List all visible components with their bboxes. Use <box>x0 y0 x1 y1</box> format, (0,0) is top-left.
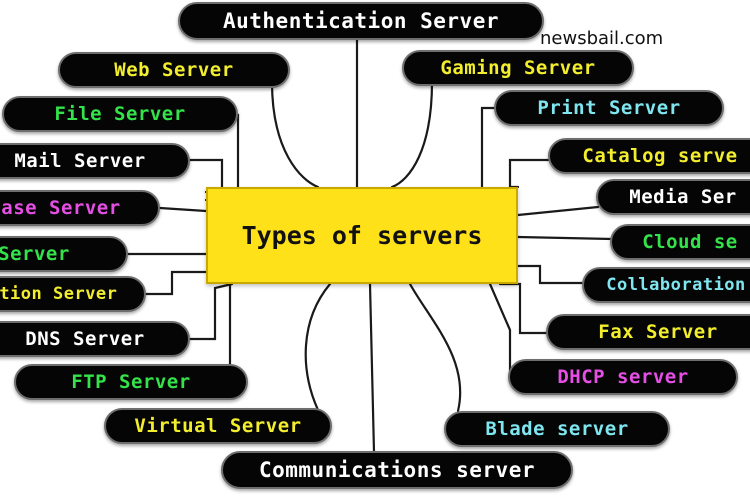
node-blade-server: Blade server <box>444 411 670 447</box>
link-media <box>516 205 600 217</box>
node-server: Server <box>0 236 128 272</box>
node-dns-server: DNS Server <box>0 321 190 357</box>
node-dhcp-server: DHCP server <box>508 359 738 395</box>
link-database <box>158 206 208 213</box>
node-cloud-server: Cloud se <box>610 224 750 260</box>
link-collaboration <box>516 264 586 285</box>
link-print <box>480 106 497 189</box>
link-gaming <box>390 80 434 189</box>
center-node-types-of-servers: Types of servers <box>206 187 518 284</box>
node-ftp-server: FTP Server <box>14 364 248 400</box>
link-application <box>144 270 208 296</box>
node-web-server: Web Server <box>58 52 290 88</box>
link-cloud <box>516 235 614 241</box>
watermark-text: newsbail.com <box>540 28 664 49</box>
node-mail-server: Mail Server <box>0 143 190 179</box>
link-dns <box>188 282 234 341</box>
node-media-server: Media Ser <box>596 179 750 215</box>
link-communications <box>368 282 376 454</box>
node-authentication-server: Authentication Server <box>178 2 544 40</box>
node-collaboration-server: Collaboration <box>582 267 750 303</box>
link-catalog <box>508 158 552 189</box>
node-application-server: ation Server <box>0 276 146 312</box>
node-database-server: base Server <box>0 190 160 226</box>
node-print-server: Print Server <box>494 90 724 126</box>
node-catalog-server: Catalog serve <box>548 138 750 174</box>
link-dhcp <box>488 282 512 379</box>
node-communications-server: Communications server <box>221 451 573 489</box>
link-web <box>270 80 320 189</box>
link-fax <box>498 282 550 335</box>
link-virtual <box>304 282 332 412</box>
link-blade <box>408 282 462 413</box>
node-file-server: File Server <box>2 96 238 132</box>
node-fax-server: Fax Server <box>546 314 750 350</box>
node-virtual-server: Virtual Server <box>104 408 332 444</box>
node-gaming-server: Gaming Server <box>402 50 634 86</box>
